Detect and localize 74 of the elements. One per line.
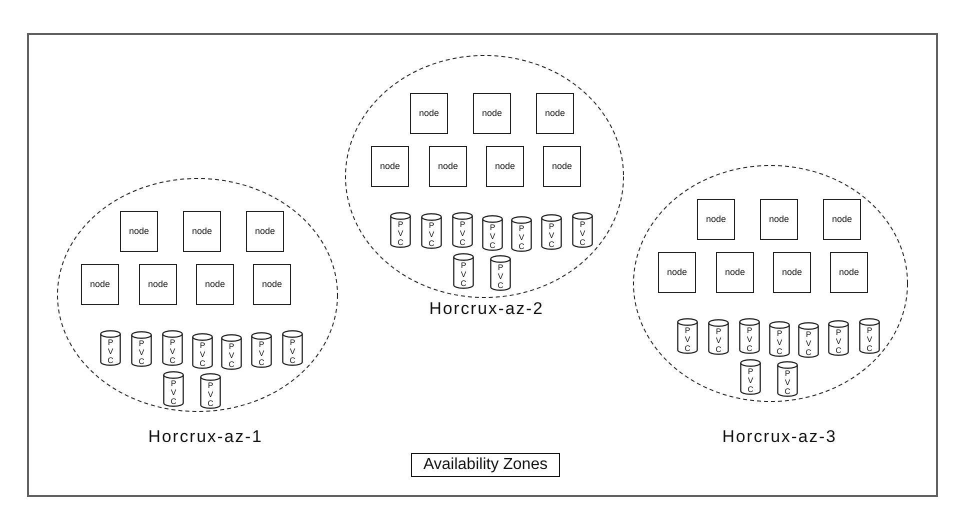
- node-label: node: [254, 226, 276, 237]
- node-label: node: [90, 279, 110, 290]
- cylinder-label: P V C: [866, 326, 873, 353]
- server-box: [371, 146, 409, 187]
- server-box: [81, 264, 119, 305]
- server-box: [823, 199, 861, 240]
- server-box: [473, 93, 511, 134]
- zone-label: Horcrux-az-2: [429, 299, 544, 319]
- server-box: [658, 252, 696, 293]
- cylinder-label: P V C: [489, 223, 496, 250]
- cylinder-label: P V C: [784, 369, 791, 396]
- server-box: [429, 146, 467, 187]
- node-label: node: [204, 279, 226, 290]
- server-box: [246, 211, 284, 252]
- node-label: node: [706, 214, 726, 225]
- cylinder-label: P V C: [518, 224, 525, 251]
- node-label: node: [438, 161, 458, 172]
- cylinder-label: P V C: [746, 326, 753, 353]
- server-box: [543, 146, 581, 187]
- cylinder-label: P V C: [684, 326, 691, 353]
- server-box: [139, 264, 177, 305]
- cylinder-label: P V C: [107, 338, 114, 365]
- node-label: node: [148, 279, 168, 290]
- cylinder-label: P V C: [199, 341, 206, 368]
- node-label: node: [262, 279, 282, 290]
- node-label: node: [128, 226, 150, 237]
- node-label: node: [768, 214, 790, 225]
- cylinder-label: P V C: [228, 342, 235, 369]
- node-label: node: [192, 226, 212, 237]
- cylinder-label: P V C: [579, 220, 586, 247]
- node-label: node: [832, 214, 852, 225]
- zone-label: Horcrux-az-3: [722, 427, 837, 447]
- cylinder-label: P V C: [460, 261, 467, 288]
- cylinder-label: P V C: [747, 367, 754, 394]
- cylinder-label: P V C: [170, 379, 177, 406]
- cylinder-label: P V C: [548, 222, 555, 249]
- server-box: [410, 93, 448, 134]
- node-label: node: [838, 267, 860, 278]
- server-box: [697, 199, 735, 240]
- cylinder-label: P V C: [776, 329, 783, 356]
- cylinder-label: P V C: [138, 339, 145, 366]
- server-box: [716, 252, 754, 293]
- node-label: node: [380, 161, 400, 172]
- server-box: [773, 252, 811, 293]
- node-label: node: [782, 267, 802, 278]
- cylinder-label: P V C: [835, 328, 842, 355]
- node-label: node: [724, 267, 746, 278]
- cylinder-label: P V C: [207, 381, 214, 408]
- cylinder-label: P V C: [258, 340, 265, 367]
- server-box: [196, 264, 234, 305]
- node-label: node: [482, 108, 502, 119]
- outer-frame: [27, 33, 938, 497]
- node-label: node: [552, 161, 572, 172]
- cylinder-label: P V C: [397, 220, 404, 247]
- caption-box: Availability Zones: [411, 453, 560, 477]
- server-box: [253, 264, 291, 305]
- cylinder-label: P V C: [289, 338, 296, 365]
- node-label: node: [418, 108, 440, 119]
- cylinder-label: P V C: [169, 338, 176, 365]
- server-box: [486, 146, 524, 187]
- node-label: node: [666, 267, 688, 278]
- cylinder-label: P V C: [428, 221, 435, 248]
- server-box: [183, 211, 221, 252]
- server-box: [536, 93, 574, 134]
- cylinder-label: P V C: [715, 327, 722, 354]
- zone-label: Horcrux-az-1: [148, 427, 263, 447]
- cylinder-label: P V C: [497, 263, 504, 290]
- server-box: [830, 252, 868, 293]
- node-label: node: [494, 161, 516, 172]
- cylinder-label: P V C: [459, 220, 466, 247]
- server-box: [760, 199, 798, 240]
- cylinder-label: P V C: [805, 330, 812, 357]
- node-label: node: [544, 108, 566, 119]
- server-box: [120, 211, 158, 252]
